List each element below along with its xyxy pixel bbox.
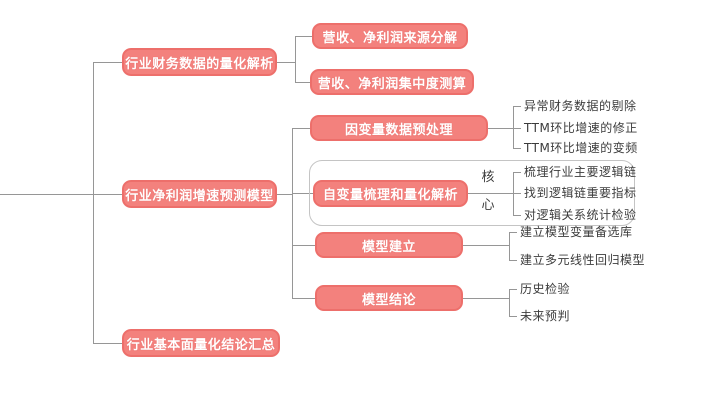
connector-line [93,62,122,63]
connector-line [513,148,521,149]
connector-line [292,245,315,246]
leaf-build-multivariate-regression: 建立多元线性回归模型 [520,253,646,267]
core-group-outline [309,160,635,226]
connector-line [509,289,517,290]
connector-line [509,289,510,316]
leaf-logic-relation-statistical-test: 对逻辑关系统计检验 [524,208,637,222]
connector-line [509,260,517,261]
connector-line [488,128,521,129]
connector-line [292,193,313,194]
connector-line [93,343,122,344]
connector-line [509,232,510,260]
node-model-building: 模型建立 [315,232,463,258]
connector-line [509,316,517,317]
leaf-sort-industry-logic-chains: 梳理行业主要逻辑链 [524,165,637,179]
leaf-find-logic-chain-key-indicators: 找到逻辑链重要指标 [524,186,637,200]
leaf-abnormal-data-removal: 异常财务数据的剔除 [524,99,637,113]
connector-line [513,106,521,107]
leaf-future-forecast: 未来预判 [520,309,571,323]
connector-line [93,194,122,195]
connector-line [463,245,509,246]
connector-line [295,82,310,83]
node-independent-variable-quant-analysis: 自变量梳理和量化解析 [313,180,468,207]
node-financial-data-quant-analysis: 行业财务数据的量化解析 [122,48,277,76]
core-badge: 核心 [481,170,495,213]
connector-line [468,193,521,194]
node-revenue-profit-source-decomposition: 营收、净利润来源分解 [312,23,468,49]
node-dependent-variable-preprocessing: 因变量数据预处理 [310,115,488,141]
connector-line [292,128,310,129]
connector-line [463,298,509,299]
connector-line [295,36,296,82]
connector-line [509,232,517,233]
node-profit-growth-forecast-model: 行业净利润增速预测模型 [122,180,277,208]
connector-line [277,62,295,63]
connector-line [292,128,293,298]
leaf-historical-test: 历史检验 [520,282,571,296]
connector-line [513,106,514,148]
connector-line [292,298,315,299]
connector-line [513,172,521,173]
node-fundamental-conclusion-summary: 行业基本面量化结论汇总 [122,329,280,357]
connector-line [93,62,94,343]
connector-line [277,194,292,195]
node-revenue-profit-concentration-measure: 营收、净利润集中度测算 [310,69,474,95]
leaf-ttm-qoq-growth-correction: TTM环比增速的修正 [524,121,638,135]
leaf-build-model-variable-pool: 建立模型变量备选库 [520,225,633,239]
connector-line [295,36,312,37]
connector-line [513,215,521,216]
connector-line [513,172,514,215]
node-model-conclusion: 模型结论 [315,285,463,311]
connector-line [0,194,93,195]
leaf-ttm-qoq-growth-freq-conversion: TTM环比增速的变频 [524,141,638,155]
